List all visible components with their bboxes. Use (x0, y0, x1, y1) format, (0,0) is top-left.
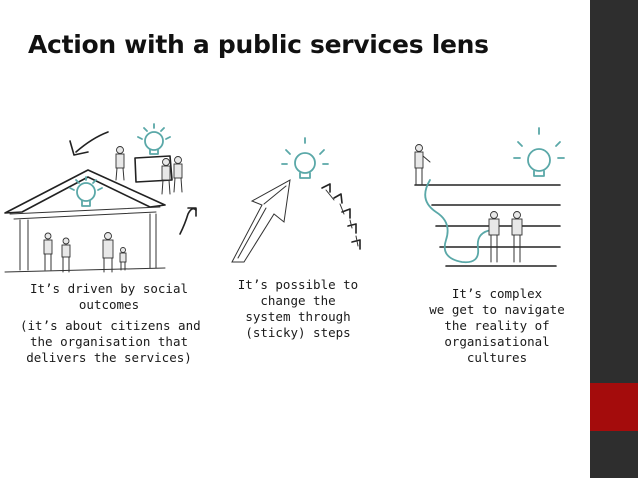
lightbulb-icon (137, 123, 171, 155)
caption-line: organisational (444, 334, 550, 349)
caption-line: cultures (466, 350, 528, 365)
people-icon (414, 144, 523, 263)
caption-subline: delivers the services) (26, 350, 192, 365)
arrow-icon (75, 131, 109, 153)
people-icon (115, 146, 183, 195)
caption-line: It’s complex (451, 286, 543, 301)
caption-line: (sticky) steps (245, 325, 351, 340)
caption-subline: the organisation that (29, 334, 189, 349)
slide-title: Action with a public services lens (28, 30, 489, 59)
lightbulb-icon (69, 176, 103, 207)
caption-social-outcomes: It’s driven by social outcomes (it’s abo… (20, 281, 201, 366)
caption-line: outcomes (78, 297, 140, 312)
caption-line: system through (245, 309, 351, 324)
arrow-icon (321, 183, 361, 250)
lightbulb-icon (281, 137, 329, 179)
caption-sticky-steps: It’s possible to change the system throu… (228, 277, 368, 341)
sidebar-accent-block (590, 383, 638, 431)
caption-subline: (it’s about citizens and (20, 318, 201, 333)
arrow-icon (231, 179, 291, 263)
stairs-icon (414, 184, 561, 267)
caption-line: we get to navigate (429, 302, 565, 317)
caption-line: It’s driven by social (29, 281, 189, 296)
caption-complex: It’s complex we get to navigate the real… (416, 286, 578, 366)
people-icon (43, 232, 127, 273)
caption-line: It’s possible to (237, 277, 359, 292)
caption-line: change the (260, 293, 336, 308)
lightbulb-icon (513, 127, 565, 177)
caption-line: the reality of (444, 318, 550, 333)
